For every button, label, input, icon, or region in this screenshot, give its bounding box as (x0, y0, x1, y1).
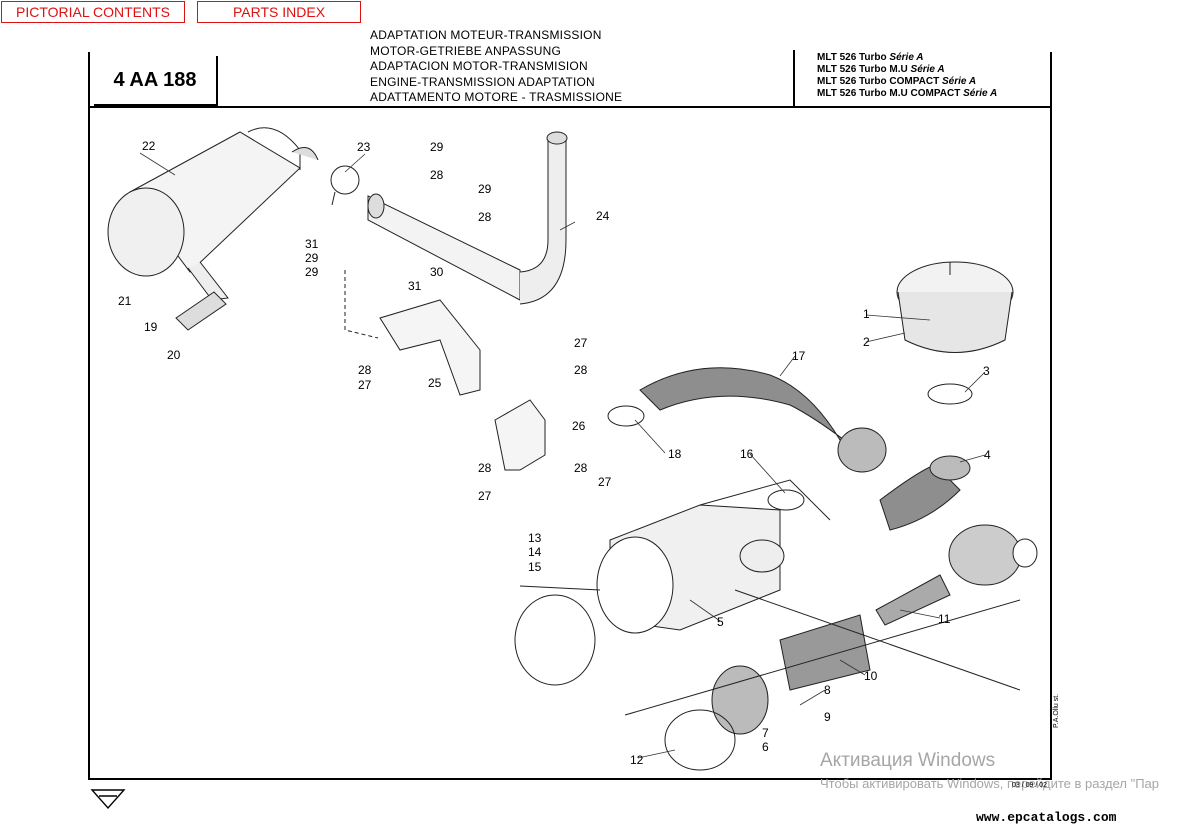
support-bracket-part[interactable] (344, 270, 481, 396)
callout-label: 27 (598, 475, 612, 489)
callout-label: 23 (357, 140, 371, 154)
callout-labels: 22 23 29 28 29 28 24 31 29 29 21 19 20 3… (118, 139, 991, 767)
callout-label: 18 (668, 447, 682, 461)
callout-label: 2 (863, 335, 870, 349)
callout-label: 3 (983, 364, 990, 378)
safety-filter-part[interactable] (875, 574, 951, 626)
hose-clamp-part[interactable] (607, 405, 645, 427)
callout-label: 22 (142, 139, 156, 153)
callout-label: 5 (717, 615, 724, 629)
callout-label: 15 (528, 560, 542, 574)
callout-label: 24 (596, 209, 610, 223)
callout-label: 28 (358, 363, 372, 377)
revision-date: 03 / 09 / 02 (1012, 782, 1048, 789)
callout-label: 27 (478, 489, 492, 503)
hose-clamp-part[interactable] (927, 383, 973, 405)
callout-label: 12 (630, 753, 644, 767)
callout-label: 4 (984, 448, 991, 462)
callout-label: 31 (408, 279, 422, 293)
model-line: MLT 526 Turbo COMPACT Série A (817, 76, 977, 87)
callout-label: 6 (762, 740, 769, 754)
callout-label: 28 (430, 168, 444, 182)
callout-label: 14 (528, 545, 542, 559)
windows-activation-hint: Чтобы активировать Windows, перейдите в … (820, 776, 1160, 791)
leader-lines (139, 152, 986, 759)
precleaner-cap-part[interactable] (896, 261, 1014, 353)
filter-body-part[interactable] (948, 524, 1038, 586)
header-divider (90, 106, 1050, 108)
mounting-band-part[interactable] (664, 709, 736, 771)
title-de: MOTOR-GETRIEBE ANPASSUNG (370, 43, 562, 58)
mounting-band-part[interactable] (514, 594, 596, 686)
callout-label: 1 (863, 307, 870, 321)
title-fr: ADAPTATION MOTEUR-TRANSMISSION (370, 28, 602, 42)
callout-label: 13 (528, 531, 542, 545)
hose-clamp-part[interactable] (767, 489, 805, 511)
windows-activation-watermark: Активация Windows (820, 750, 996, 771)
model-line: MLT 526 Turbo M.U COMPACT Série A (817, 88, 998, 99)
callout-label: 7 (762, 726, 769, 740)
page-code: 4 AA 188 (94, 56, 218, 106)
callout-label: 28 (478, 210, 492, 224)
title-es: ADAPTACION MOTOR-TRANSMISION (370, 59, 588, 74)
next-page-arrow-icon[interactable] (90, 788, 126, 812)
parts-drawing-area: 22 23 29 28 29 28 24 31 29 29 21 19 20 3… (90, 108, 1050, 778)
air-intake-hose-part[interactable] (639, 367, 887, 473)
title-en: ENGINE-TRANSMISSION ADAPTATION (370, 74, 595, 89)
exhaust-clamp-part[interactable] (330, 165, 360, 206)
model-list: MLT 526 Turbo Série A MLT 526 Turbo M.U … (793, 50, 1050, 106)
rubber-elbow-part[interactable] (879, 455, 971, 531)
callout-label: 19 (144, 320, 158, 334)
callout-label: 8 (824, 683, 831, 697)
callout-label: 29 (305, 251, 319, 265)
callout-label: 21 (118, 294, 132, 308)
parts-index-button[interactable]: PARTS INDEX (197, 1, 361, 23)
air-filter-housing-part[interactable] (596, 479, 831, 634)
callout-label: 28 (478, 461, 492, 475)
pictorial-contents-button[interactable]: PICTORIAL CONTENTS (1, 1, 185, 23)
callout-label: 27 (574, 336, 588, 350)
model-line: MLT 526 Turbo M.U Série A (817, 64, 945, 75)
site-url: www.epcatalogs.com (976, 810, 1117, 825)
callout-label: 29 (478, 182, 492, 196)
title-it: ADATTAMENTO MOTORE - TRASMISSIONE (370, 90, 623, 105)
callout-label: 27 (358, 378, 372, 392)
callout-label: 29 (305, 265, 319, 279)
author-note: P.A.Ollu st. (1053, 693, 1060, 728)
exhaust-pipe-part[interactable] (367, 131, 568, 305)
callout-label: 26 (572, 419, 586, 433)
callout-label: 31 (305, 237, 319, 251)
title-block: ADAPTATION MOTEUR-TRANSMISSION MOTOR-GET… (370, 28, 622, 106)
callout-label: 16 (740, 447, 754, 461)
callout-label: 9 (824, 710, 831, 724)
callout-label: 17 (792, 349, 806, 363)
muffler-part[interactable] (107, 127, 319, 331)
model-line: MLT 526 Turbo Série A (817, 52, 924, 63)
callout-label: 20 (167, 348, 181, 362)
page-frame (88, 52, 1052, 780)
callout-label: 29 (430, 140, 444, 154)
callout-label: 10 (864, 669, 878, 683)
callout-label: 25 (428, 376, 442, 390)
callout-label: 30 (430, 265, 444, 279)
main-filter-element-part[interactable] (779, 614, 871, 691)
mounting-plate-part[interactable] (494, 399, 546, 471)
filter-cover-part[interactable] (711, 665, 769, 735)
callout-label: 11 (938, 612, 951, 626)
callout-label: 28 (574, 461, 588, 475)
callout-label: 28 (574, 363, 588, 377)
exploded-parts-drawing: 22 23 29 28 29 28 24 31 29 29 21 19 20 3… (107, 127, 1038, 771)
